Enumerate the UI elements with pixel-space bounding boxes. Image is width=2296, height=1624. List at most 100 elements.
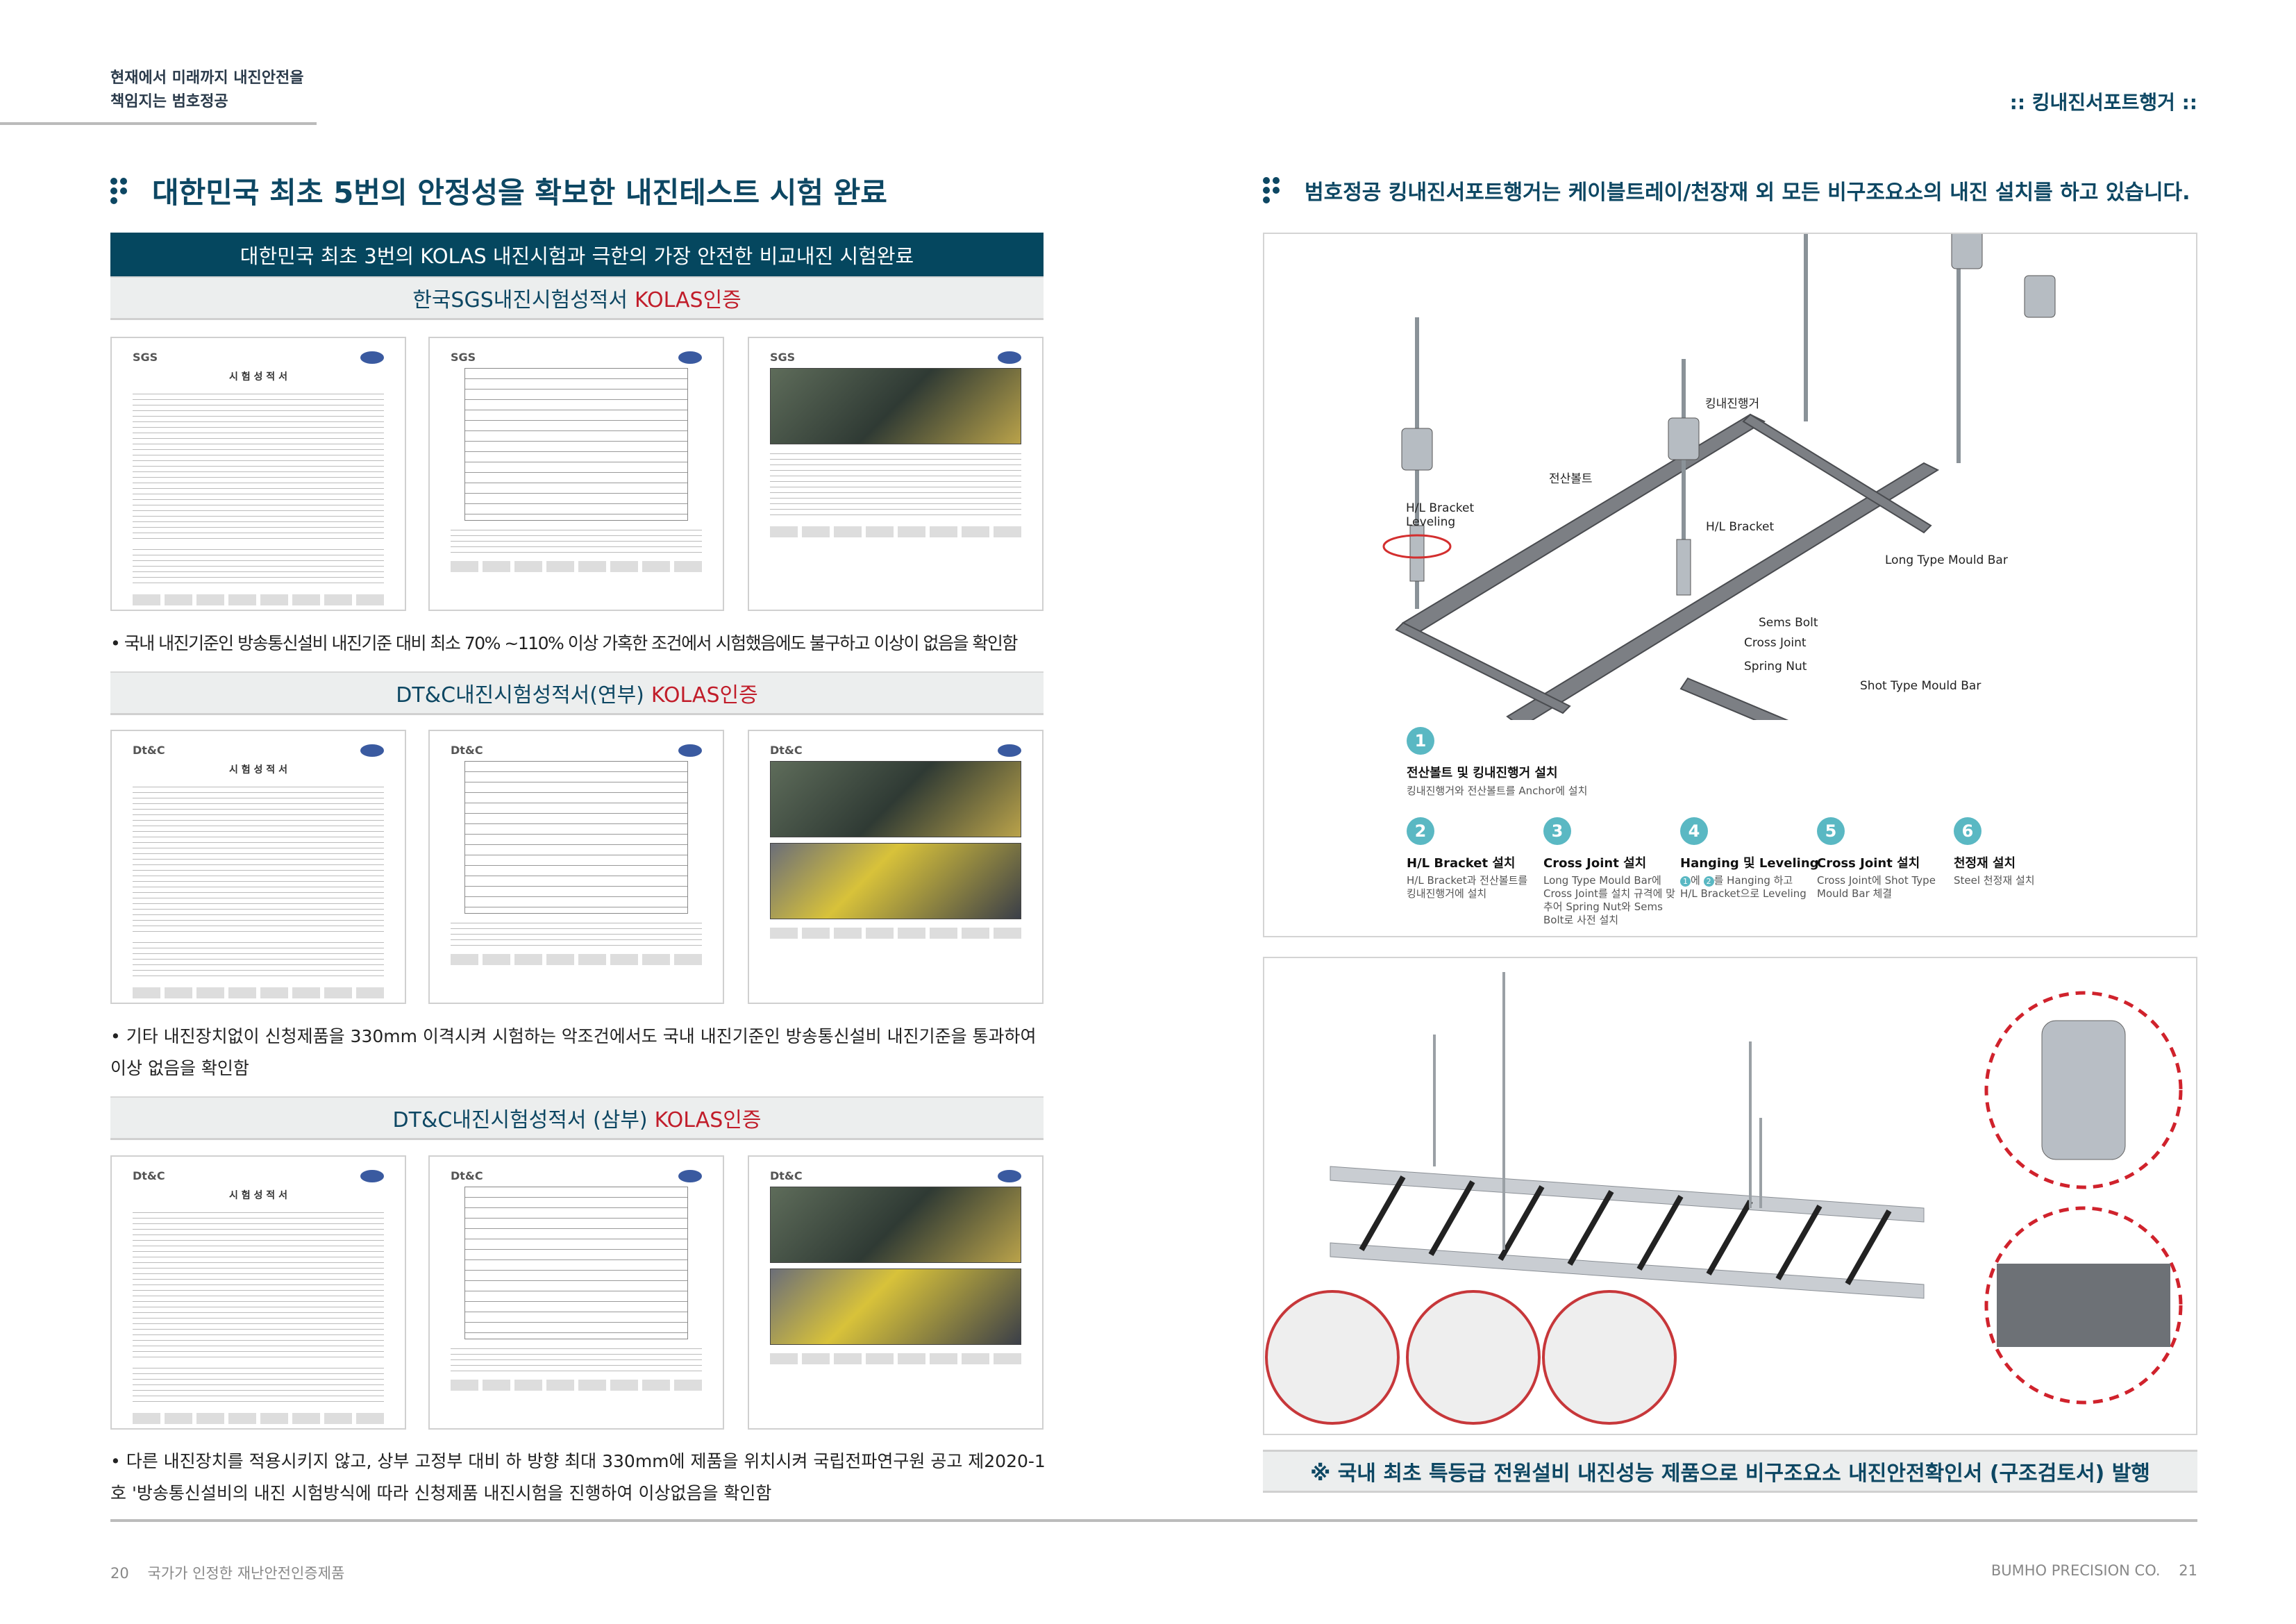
kolas-badge: KOLAS인증	[651, 683, 758, 708]
notice-banner: ※ 국내 최초 특등급 전원설비 내진성능 제품으로 비구조요소 내진안전확인서…	[1263, 1450, 2197, 1493]
step-desc: Long Type Mould Bar에 Cross Joint를 설치 규격에…	[1543, 874, 1675, 926]
hanger-closeup-circle	[1984, 991, 2183, 1189]
step-title: Hanging 및 Leveling	[1680, 856, 1819, 871]
kolas-banner: 대한민국 최초 3번의 KOLAS 내진시험과 극한의 가장 안전한 비교내진 …	[110, 233, 1044, 276]
rotation-arrow-icon	[1382, 534, 1452, 559]
header-rule	[0, 122, 317, 125]
label-spring-nut: Spring Nut	[1744, 660, 1807, 673]
step-title: 전산볼트 및 킹내진행거 설치	[1407, 766, 1558, 780]
seal-icon	[360, 744, 384, 757]
right-header-title: :: 킹내진서포트행거 ::	[2009, 91, 2197, 114]
section-heading-text: DT&C내진시험성적서 (삼부)	[392, 1108, 648, 1132]
step-number: 3	[1543, 817, 1571, 845]
cert-logo: Dt&C	[133, 1169, 165, 1182]
footer-left: 20 국가가 인정한 재난안전인증제품	[110, 1562, 344, 1583]
certificate-page[interactable]: SGS	[428, 337, 724, 611]
step-ref-2: 2	[1703, 876, 1714, 887]
label-bolt: 전산볼트	[1549, 472, 1593, 486]
support-hanger-diagram	[1382, 234, 2056, 720]
doc-title: 시 험 성 적 서	[229, 764, 287, 776]
left-section-title: 대한민국 최초 5번의 안정성을 확보한 내진테스트 시험 완료	[110, 169, 887, 212]
cert-logo: Dt&C	[770, 744, 803, 757]
mould-bar-long-2	[1506, 462, 1940, 720]
cert-logo: SGS	[770, 351, 796, 364]
label-shot-bar: Shot Type Mould Bar	[1860, 679, 1981, 693]
seal-icon	[998, 351, 1021, 364]
dots-icon	[110, 177, 137, 204]
certificate-page[interactable]: Dt&C	[428, 730, 724, 1004]
step-desc: Steel 천정재 설치	[1954, 874, 2035, 887]
cert-logo: Dt&C	[770, 1169, 803, 1182]
label-hl-leveling: H/L Bracket Leveling	[1406, 501, 1475, 529]
installation-diagram-panel: 킹내진행거 전산볼트 H/L Bracket Leveling H/L Brac…	[1263, 233, 2197, 937]
page-number-right: 21	[2179, 1562, 2197, 1579]
footer-left-text: 국가가 인정한 재난안전인증제품	[147, 1565, 345, 1582]
certificate-page[interactable]: SGS 시 험 성 적 서	[110, 337, 406, 611]
seal-icon	[678, 1169, 702, 1182]
cert-logo: Dt&C	[133, 744, 165, 757]
step-title: Cross Joint 설치	[1543, 856, 1647, 871]
doc-title: 시 험 성 적 서	[229, 371, 287, 383]
joint-closeup-circle	[1984, 1206, 2183, 1405]
seal-icon	[360, 1169, 384, 1182]
step-number: 5	[1817, 817, 1845, 845]
step-desc-a: 에	[1691, 874, 1700, 887]
tagline-line1: 현재에서 미래까지 내진안전을	[110, 69, 304, 87]
cert-logo: Dt&C	[451, 744, 483, 757]
right-section-title: 범호정공 킹내진서포트행거는 케이블트레이/천장재 외 모든 비구조요소의 내진…	[1263, 175, 2190, 206]
mould-bar-cross-2	[1742, 413, 1932, 534]
tagline-line2: 책임지는 범호정공	[110, 93, 228, 110]
step-title: 천정재 설치	[1954, 856, 2016, 871]
certificate-page[interactable]: Dt&C	[428, 1155, 724, 1430]
right-title-text: 범호정공 킹내진서포트행거는 케이블트레이/천장재 외 모든 비구조요소의 내진…	[1305, 181, 2190, 205]
step-title: H/L Bracket 설치	[1407, 856, 1516, 871]
section-heading-3: DT&C내진시험성적서 (삼부)KOLAS인증	[110, 1096, 1044, 1140]
seal-icon	[998, 1169, 1021, 1182]
page-number-left: 20	[110, 1565, 129, 1582]
label-hanger: 킹내진행거	[1705, 397, 1760, 411]
certificate-page[interactable]: Dt&C 시 험 성 적 서	[110, 730, 406, 1004]
cert-logo: SGS	[451, 351, 476, 364]
step-desc: Cross Joint에 Shot Type Mould Bar 체결	[1817, 874, 1936, 900]
spring-detail-photos	[1265, 1290, 1677, 1425]
dots-icon	[1263, 177, 1289, 203]
product-photo-panel	[1263, 957, 2197, 1435]
step-number: 6	[1954, 817, 1981, 845]
label-hl-bracket: H/L Bracket	[1706, 520, 1775, 534]
step-desc: 킹내진행거와 전산볼트를 Anchor에 설치	[1407, 785, 1588, 797]
seal-icon	[998, 744, 1021, 757]
cable-tray-illustration	[1265, 972, 2183, 1425]
cert-logo: SGS	[133, 351, 158, 364]
certificate-page[interactable]: Dt&C	[748, 1155, 1044, 1430]
footer-right-text: BUMHO PRECISION CO.	[1991, 1562, 2161, 1579]
kolas-badge: KOLAS인증	[634, 288, 741, 312]
step-ref-1: 1	[1680, 876, 1691, 887]
tagline: 현재에서 미래까지 내진안전을 책임지는 범호정공	[110, 67, 303, 114]
hanger-units	[1401, 234, 2056, 596]
section-heading-text: DT&C내진시험성적서(연부)	[396, 683, 644, 708]
footer-right: BUMHO PRECISION CO. 21	[1991, 1562, 2197, 1579]
certificate-page[interactable]: Dt&C 시 험 성 적 서	[110, 1155, 406, 1430]
left-title-text: 대한민국 최초 5번의 안정성을 확보한 내진테스트 시험 완료	[152, 176, 887, 210]
doc-title: 시 험 성 적 서	[229, 1190, 287, 1201]
section-bullet: • 다른 내진장치를 적용시키지 않고, 상부 고정부 대비 하 방향 최대 3…	[110, 1451, 1046, 1503]
step-desc: H/L Bracket과 전산볼트를 킹내진행거에 설치	[1407, 874, 1528, 900]
cert-logo: Dt&C	[451, 1169, 483, 1182]
seal-icon	[360, 351, 384, 364]
section-heading-2: DT&C내진시험성적서(연부) KOLAS인증	[110, 671, 1044, 715]
label-sems-bolt: Sems Bolt	[1759, 616, 1818, 630]
seal-icon	[678, 351, 702, 364]
section-bullet: • 국내 내진기준인 방송통신설비 내진기준 대비 최소 70% ~110% 이…	[110, 633, 1018, 653]
step-desc-b: 를 Hanging 하고 H/L Bracket으로 Leveling	[1680, 874, 1807, 900]
kolas-badge: KOLAS인증	[654, 1108, 762, 1132]
mould-bar-cross-1	[1395, 621, 1571, 714]
certificate-page[interactable]: Dt&C	[748, 730, 1044, 1004]
label-long-bar: Long Type Mould Bar	[1885, 553, 2008, 567]
step-title: Cross Joint 설치	[1817, 856, 1920, 871]
footer-rule	[110, 1519, 2197, 1522]
section-heading-text: 한국SGS내진시험성적서	[412, 288, 628, 312]
step-number: 4	[1680, 817, 1708, 845]
certificate-page[interactable]: SGS	[748, 337, 1044, 611]
